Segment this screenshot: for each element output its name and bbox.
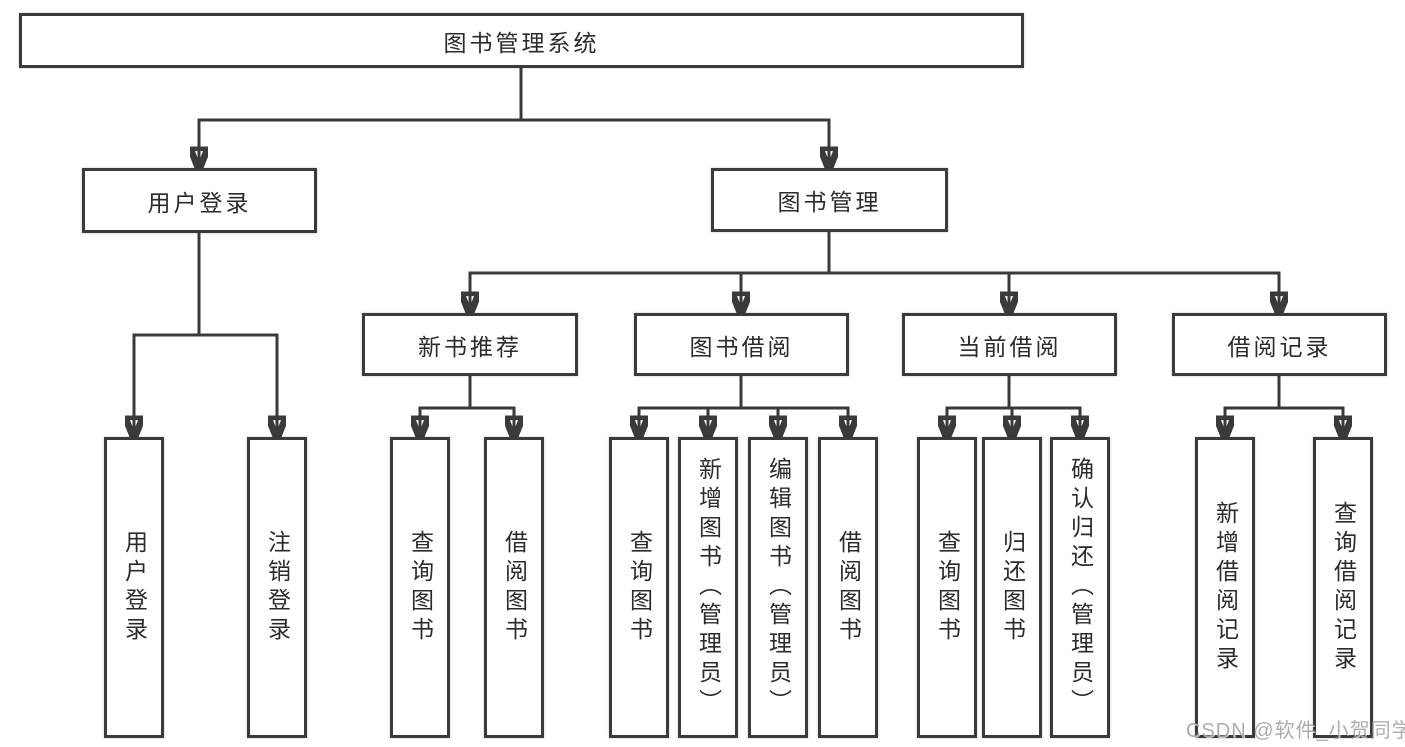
- node-root: 图书管理系统: [19, 13, 1024, 68]
- node-borrow-records-label: 借阅记录: [1227, 333, 1332, 360]
- leaf-cb-query-books-label: 查询图书: [934, 529, 961, 646]
- node-borrow-records: 借阅记录: [1172, 313, 1387, 376]
- leaf-bb-query-books: 查询图书: [609, 437, 669, 738]
- node-current-borrowing-label: 当前借阅: [957, 333, 1062, 360]
- leaf-br-add-record-label: 新增借阅记录: [1212, 500, 1239, 675]
- leaf-bb-edit-books-admin-label: 编辑图书（管理员）: [765, 457, 792, 718]
- node-book-borrowing: 图书借阅: [634, 313, 849, 376]
- node-book-management: 图书管理: [711, 168, 948, 232]
- leaf-cb-query-books: 查询图书: [917, 437, 977, 738]
- leaf-cb-return-books: 归还图书: [982, 437, 1042, 738]
- node-user-login-label: 用户登录: [147, 189, 252, 216]
- node-new-book-recommend-label: 新书推荐: [418, 333, 522, 360]
- node-book-borrowing-label: 图书借阅: [689, 333, 794, 360]
- node-user-login: 用户登录: [82, 168, 317, 233]
- leaf-cb-return-books-label: 归还图书: [999, 529, 1026, 646]
- leaf-cb-confirm-return-admin: 确认归还（管理员）: [1050, 437, 1110, 738]
- leaf-bb-borrow-books-label: 借阅图书: [835, 529, 862, 646]
- leaf-cb-confirm-return-admin-label: 确认归还（管理员）: [1067, 457, 1094, 718]
- node-root-label: 图书管理系统: [443, 29, 600, 56]
- watermark: CSDN @软件_小贺同学: [1186, 720, 1405, 742]
- leaf-logout-label: 注销登录: [264, 529, 291, 646]
- leaf-nb-query-books: 查询图书: [390, 437, 450, 738]
- leaf-user-login-label: 用户登录: [121, 529, 148, 646]
- leaf-nb-borrow-books: 借阅图书: [484, 437, 544, 738]
- leaf-logout: 注销登录: [247, 437, 307, 738]
- leaf-nb-borrow-books-label: 借阅图书: [501, 529, 528, 646]
- leaf-bb-add-books-admin: 新增图书（管理员）: [678, 437, 738, 738]
- leaf-bb-borrow-books: 借阅图书: [818, 437, 878, 738]
- leaf-bb-edit-books-admin: 编辑图书（管理员）: [748, 437, 808, 738]
- node-current-borrowing: 当前借阅: [902, 313, 1117, 376]
- node-new-book-recommend: 新书推荐: [362, 313, 578, 376]
- leaf-bb-add-books-admin-label: 新增图书（管理员）: [695, 457, 722, 718]
- leaf-br-query-record: 查询借阅记录: [1313, 437, 1373, 738]
- leaf-br-query-record-label: 查询借阅记录: [1330, 500, 1357, 675]
- node-book-management-label: 图书管理: [777, 189, 882, 215]
- leaf-nb-query-books-label: 查询图书: [407, 529, 434, 646]
- leaf-user-login: 用户登录: [104, 437, 164, 738]
- leaf-bb-query-books-label: 查询图书: [626, 529, 653, 646]
- leaf-br-add-record: 新增借阅记录: [1195, 437, 1255, 738]
